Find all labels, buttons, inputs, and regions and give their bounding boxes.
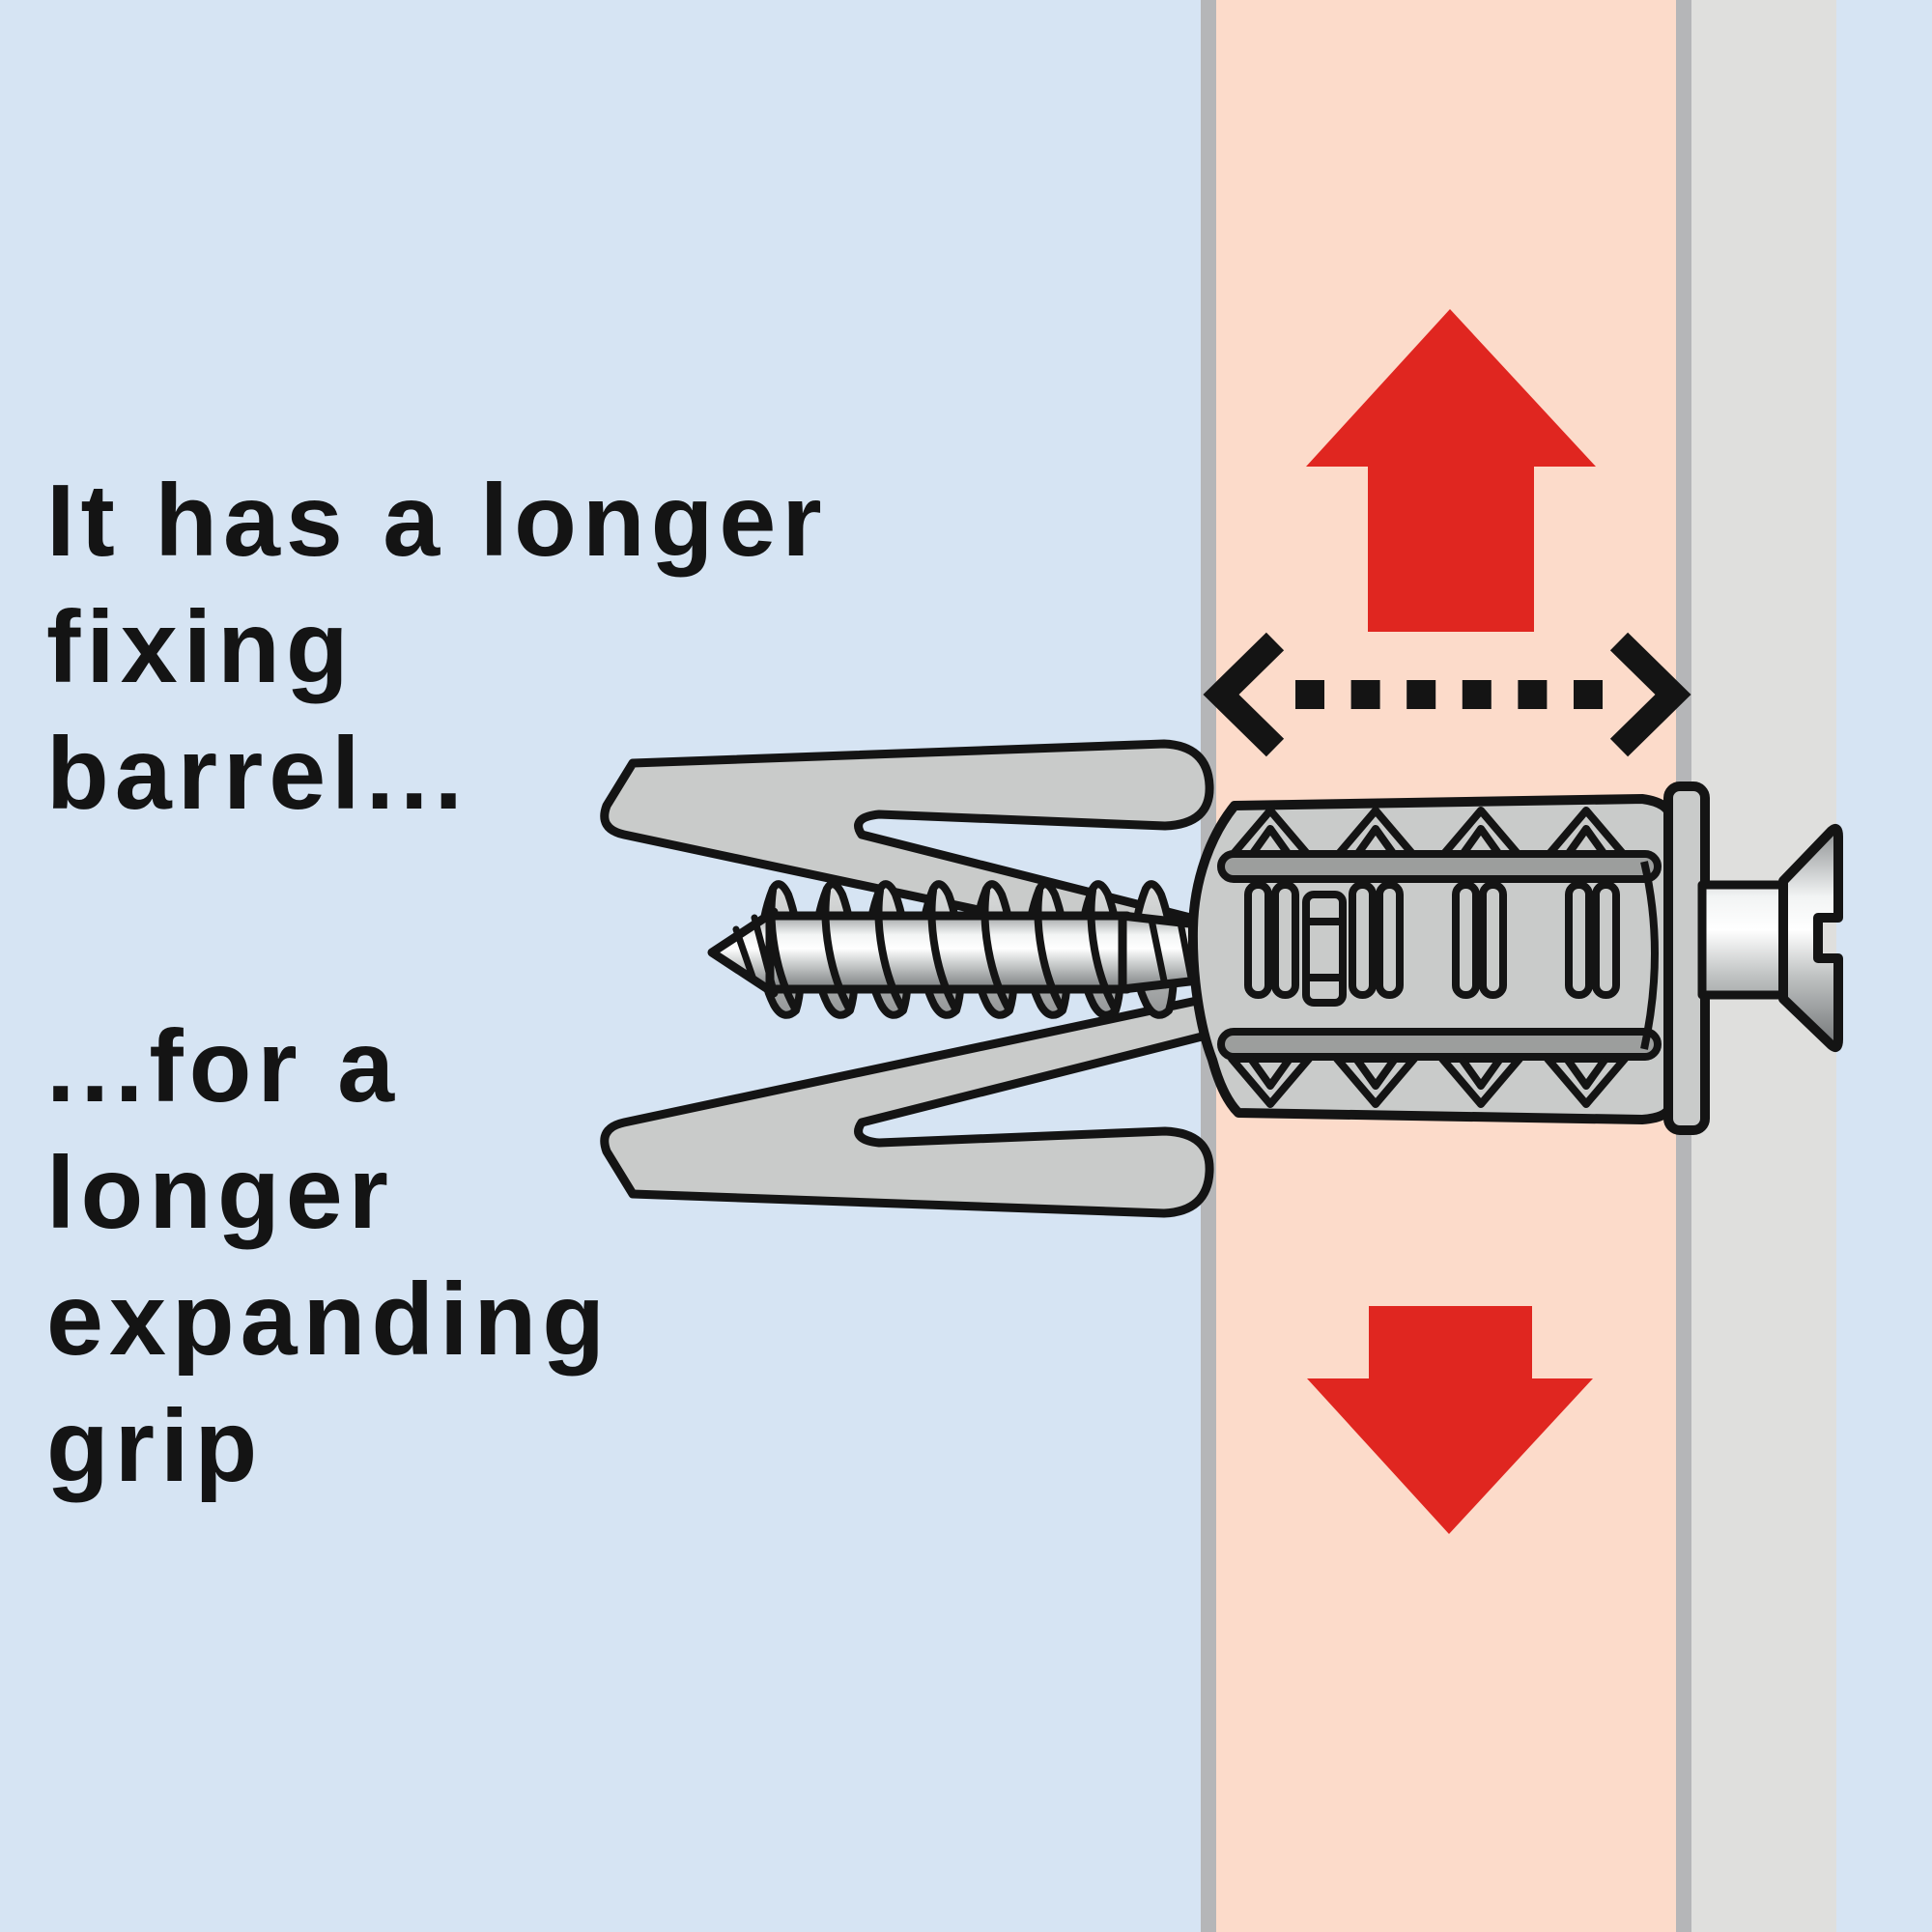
barrel-groove-bottom (1217, 1028, 1662, 1061)
barrel-rib (1452, 881, 1480, 999)
plug-barrel (1187, 781, 1710, 1135)
barrel-rib (1592, 881, 1620, 999)
barrel-rib (1271, 881, 1299, 999)
span-arrow-icon (1203, 632, 1691, 757)
span-arrow-right-chevron (1609, 632, 1691, 757)
up-arrow-icon (1306, 309, 1596, 632)
caption-expanding-grip: ...for a longer expanding grip (46, 1009, 611, 1503)
barrel-rib (1479, 881, 1507, 999)
barrel-rib (1244, 881, 1272, 999)
barrel-rib (1565, 881, 1593, 999)
screw-shank-right (1697, 880, 1788, 1000)
screw-head (1778, 824, 1843, 1052)
screw-head-group (1697, 824, 1843, 1052)
screw-body (707, 907, 1228, 998)
barrel-funnel-line (1640, 861, 1659, 1050)
down-arrow-icon (1307, 1306, 1593, 1534)
span-arrow-left-chevron (1203, 632, 1285, 757)
barrel-rib (1349, 881, 1377, 999)
barrel-rib-ladder (1302, 891, 1347, 1007)
screw-thread-edges (732, 887, 1220, 1012)
barrel-rib (1376, 881, 1404, 999)
caption-fixing-barrel: It has a longer fixing barrel... (46, 464, 828, 831)
barrel-groove-top (1217, 850, 1662, 883)
